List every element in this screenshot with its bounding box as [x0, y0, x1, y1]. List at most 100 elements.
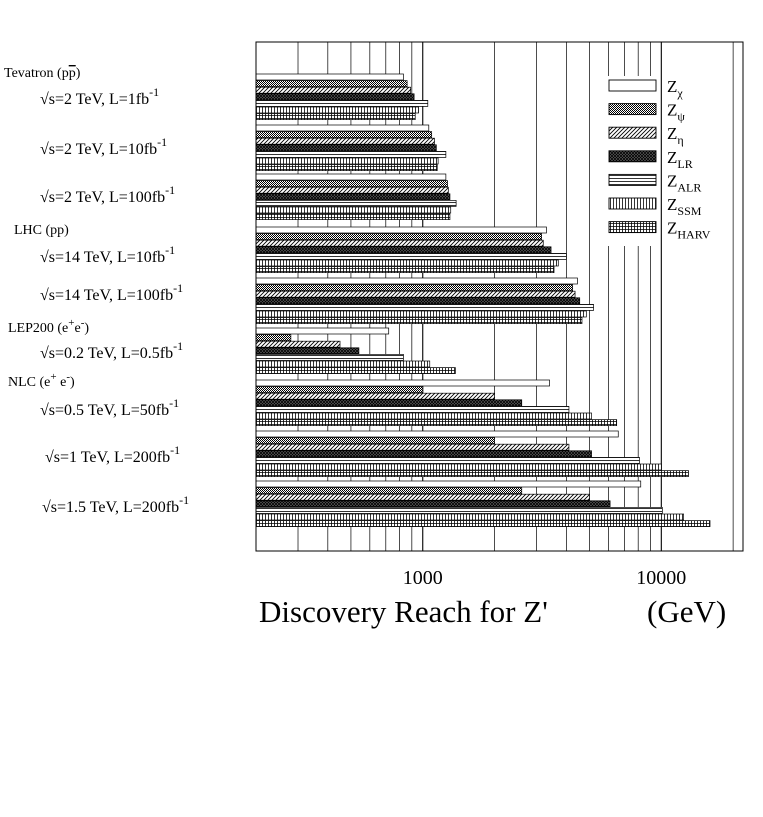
bar [255, 507, 663, 514]
bar [255, 246, 552, 254]
bar [255, 470, 689, 477]
bar [255, 347, 360, 355]
x-tick-label: 1000 [403, 567, 443, 589]
bar [255, 500, 611, 508]
legend-swatch [608, 79, 657, 92]
legend-label: Zψ [667, 101, 685, 124]
legend-label: ZALR [667, 171, 701, 194]
bar [255, 193, 451, 201]
bar [255, 239, 544, 247]
bar [255, 80, 408, 87]
legend-label: ZSSM [667, 195, 702, 218]
bar [255, 340, 341, 348]
bar [255, 213, 451, 220]
machine-label: LHC (pp) [14, 223, 69, 238]
bar [255, 157, 439, 165]
bar [255, 186, 449, 194]
bar [255, 100, 429, 107]
bar [255, 113, 416, 120]
bar [255, 412, 592, 420]
bar [255, 443, 570, 451]
bar [255, 131, 433, 138]
bar [255, 367, 456, 374]
bar [255, 164, 438, 171]
group-label: √s=2 TeV, L=10fb-1 [40, 135, 167, 158]
legend-label: Zη [667, 124, 684, 147]
bar [255, 304, 594, 311]
bar [255, 487, 523, 494]
legend-swatch [608, 197, 657, 210]
bar [255, 297, 581, 305]
bar [255, 180, 448, 187]
bar [255, 334, 292, 341]
machine-label: NLC (e+ e-) [8, 371, 75, 390]
bar [255, 151, 447, 158]
bar [255, 450, 592, 458]
bar [255, 266, 555, 273]
bar [255, 253, 567, 260]
legend-label: Zχ [667, 77, 683, 100]
bar [255, 106, 419, 114]
bar [255, 284, 574, 291]
bar [255, 354, 404, 361]
bar [255, 430, 619, 438]
group-label: √s=2 TeV, L=1fb-1 [40, 85, 159, 108]
bar [255, 93, 415, 101]
machine-label: LEP200 (e+e-) [8, 317, 89, 336]
group-label: √s=14 TeV, L=10fb-1 [40, 243, 175, 266]
bar [255, 457, 640, 464]
bar [255, 360, 431, 368]
bar [255, 226, 547, 234]
legend-swatch [608, 103, 657, 116]
x-axis: Discovery Reach for Z' (GeV) 1000 10000 [259, 567, 726, 629]
x-axis-label: Discovery Reach for Z' [259, 594, 548, 629]
bar [255, 317, 583, 324]
x-tick-label: 10000 [636, 567, 686, 589]
bar [255, 310, 587, 318]
legend-swatch [608, 150, 657, 163]
bar [255, 399, 523, 407]
bar [255, 137, 435, 145]
bar [255, 513, 684, 521]
bar [255, 520, 711, 527]
group-label: √s=14 TeV, L=100fb-1 [40, 281, 183, 304]
group-label: √s=0.5 TeV, L=50fb-1 [40, 396, 179, 419]
bar [255, 73, 404, 81]
bar [255, 173, 447, 181]
bar [255, 144, 437, 152]
bar [255, 392, 495, 400]
x-axis-unit: (GeV) [647, 594, 726, 629]
plot-frame [255, 41, 744, 552]
bar [255, 463, 662, 471]
machine-label: Tevatron (pp) [4, 66, 81, 81]
bar [255, 290, 576, 298]
bar [255, 493, 590, 501]
legend-swatch [608, 126, 657, 139]
bar [255, 327, 390, 335]
bar [255, 379, 550, 387]
group-label: √s=2 TeV, L=100fb-1 [40, 183, 175, 206]
legend-swatch [608, 221, 657, 234]
group-labels: Tevatron (pp) √s=2 TeV, L=1fb-1 √s=2 TeV, … [4, 66, 189, 516]
bar [255, 406, 570, 413]
bar [255, 124, 430, 132]
bar [255, 200, 457, 207]
bar [255, 277, 578, 285]
legend-label: ZLR [667, 148, 693, 171]
bars [255, 73, 711, 527]
bar [255, 206, 452, 214]
bar [255, 233, 542, 240]
bar [255, 480, 642, 488]
legend-swatch [608, 173, 657, 186]
bar [255, 419, 618, 426]
bar [255, 437, 495, 444]
bar [255, 86, 412, 94]
group-label: √s=1 TeV, L=200fb-1 [45, 443, 180, 466]
bar [255, 259, 559, 267]
legend-label: ZHARV [667, 219, 711, 242]
bar [255, 386, 424, 393]
group-label: √s=1.5 TeV, L=200fb-1 [42, 493, 189, 516]
group-label: √s=0.2 TeV, L=0.5fb-1 [40, 339, 183, 362]
